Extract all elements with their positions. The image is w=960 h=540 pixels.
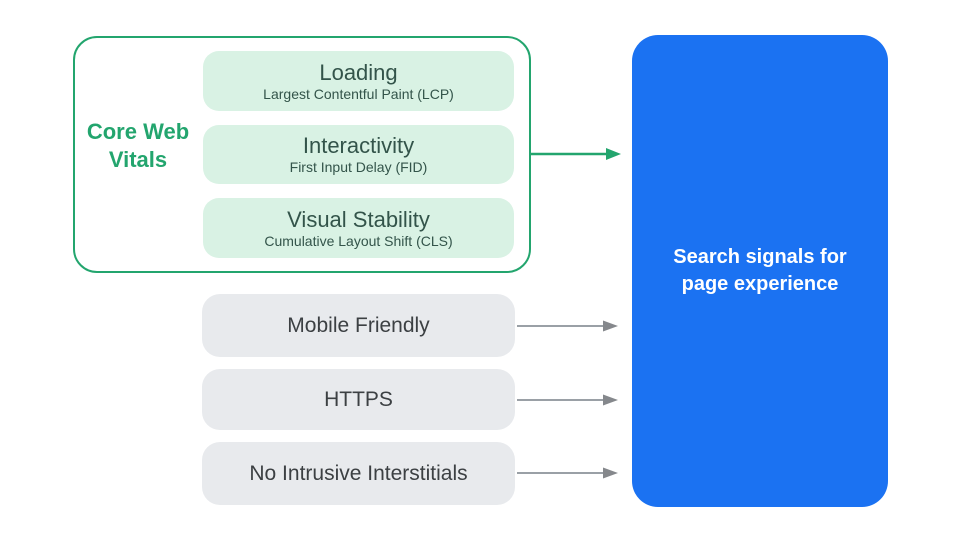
vital-title-interactivity: Interactivity bbox=[302, 133, 415, 158]
vital-subtitle-fid: First Input Delay (FID) bbox=[289, 159, 428, 175]
signal-pill-mobile-friendly: Mobile Friendly bbox=[202, 294, 515, 357]
signal-label-mobile-friendly: Mobile Friendly bbox=[287, 314, 430, 337]
vital-subtitle-cls: Cumulative Layout Shift (CLS) bbox=[264, 232, 453, 249]
search-signals-label: Search signals for page experience bbox=[673, 246, 847, 295]
core-web-vitals-group: Core Web Vitals Loading Largest Contentf… bbox=[73, 36, 531, 273]
search-signals-box: Search signals for page experience bbox=[632, 35, 888, 507]
signal-label-no-intrusive-interstitials: No Intrusive Interstitials bbox=[249, 462, 468, 485]
vital-pill-interactivity: Interactivity First Input Delay (FID) bbox=[203, 125, 514, 184]
signal-pill-https: HTTPS bbox=[202, 369, 515, 430]
signal-pill-no-intrusive-interstitials: No Intrusive Interstitials bbox=[202, 442, 515, 505]
vital-pill-visual-stability: Visual Stability Cumulative Layout Shift… bbox=[203, 198, 514, 258]
vital-subtitle-lcp: Largest Contentful Paint (LCP) bbox=[263, 85, 454, 102]
arrow-core-web-vitals-icon bbox=[531, 148, 621, 160]
arrow-no-intrusive-interstitials-icon bbox=[517, 467, 618, 479]
signal-label-https: HTTPS bbox=[324, 388, 393, 411]
vital-title-visual-stability: Visual Stability bbox=[287, 206, 430, 232]
arrow-mobile-friendly-icon bbox=[517, 320, 618, 332]
vital-pill-loading: Loading Largest Contentful Paint (LCP) bbox=[203, 51, 514, 111]
core-web-vitals-label: Core Web Vitals bbox=[86, 119, 190, 172]
vital-title-loading: Loading bbox=[319, 59, 398, 85]
arrow-https-icon bbox=[517, 394, 618, 406]
